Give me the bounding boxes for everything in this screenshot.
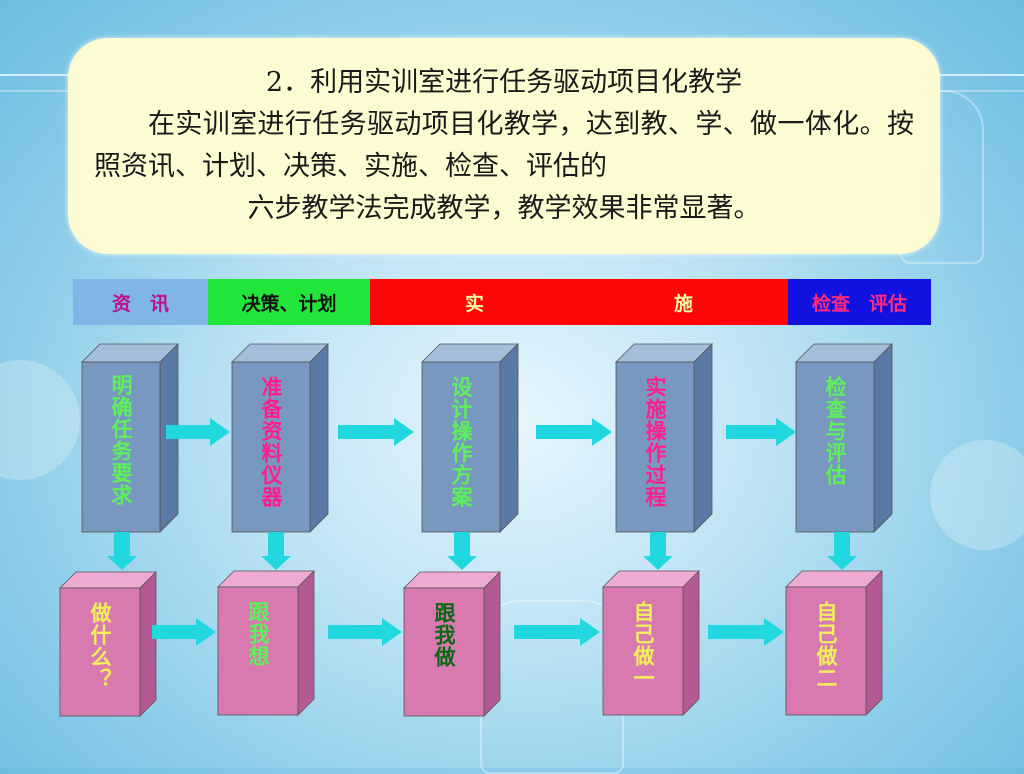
bottom-arrow-4 (708, 618, 784, 646)
down-arrow-5 (827, 532, 857, 570)
top-step-box-4-label: 实施操作过程 (643, 376, 667, 508)
top-step-box-2-front-face (231, 361, 311, 533)
top-arrow-2 (338, 418, 414, 446)
bottom-step-box-5: 自己做二 (785, 570, 883, 716)
background-bubble (930, 440, 1024, 550)
bottom-step-box-4: 自己做一 (602, 570, 700, 716)
bottom-step-box-3-label: 跟我做 (432, 602, 456, 668)
top-step-box-5-side-face (873, 343, 893, 533)
phase-evaluate: 检查 评估 (788, 279, 931, 325)
intro-text-box: 2．利用实训室进行任务驱动项目化教学 在实训室进行任务驱动项目化教学，达到教、学… (68, 38, 940, 254)
bottom-step-box-2-label: 跟我想 (246, 601, 270, 667)
bottom-step-box-1-shape (59, 571, 157, 717)
bottom-step-box-5-label: 自己做二 (814, 601, 838, 689)
top-step-box-2: 准备资料仪器 (231, 343, 329, 533)
top-step-box-4-side-face (693, 343, 713, 533)
phase-evaluate-label: 检查 评估 (811, 292, 907, 315)
bottom-step-box-5-front-face (785, 586, 867, 716)
intro-paragraph: 在实训室进行任务驱动项目化教学，达到教、学、做一体化。按照资讯、计划、决策、实施… (94, 104, 914, 230)
bottom-step-box-1: 做什么？ (59, 571, 157, 717)
top-step-box-1: 明确任务要求 (81, 343, 179, 533)
bottom-step-box-4-shape (602, 570, 700, 716)
top-arrow-3 (536, 418, 612, 446)
bottom-step-box-2-top-face (217, 570, 315, 588)
bottom-step-box-4-front-face (602, 586, 684, 716)
bottom-step-box-1-label: 做什么？ (88, 602, 112, 690)
top-step-box-5-front-face (795, 361, 875, 533)
phase-plan-label: 决策、计划 (241, 292, 337, 315)
phase-implement-label-b: 施 (673, 292, 693, 315)
top-step-box-5: 检查与评估 (795, 343, 893, 533)
down-arrow-2 (261, 532, 291, 570)
bottom-step-box-5-side-face (865, 570, 883, 716)
top-step-box-3-front-face (421, 361, 501, 533)
intro-paragraph-line2: 六步教学法完成教学，教学效果非常显著。 (247, 193, 761, 224)
bottom-step-box-3-side-face (483, 571, 501, 717)
bottom-step-box-2-front-face (217, 586, 299, 716)
bottom-step-box-2-side-face (297, 570, 315, 716)
down-arrow-3 (447, 532, 477, 570)
bottom-arrow-1 (152, 618, 216, 646)
top-step-box-2-label: 准备资料仪器 (259, 376, 283, 508)
top-step-box-1-label: 明确任务要求 (109, 374, 133, 506)
bottom-step-box-4-label: 自己做一 (631, 601, 655, 689)
top-step-box-3: 设计操作方案 (421, 343, 519, 533)
top-step-box-4: 实施操作过程 (615, 343, 713, 533)
top-step-box-5-shape (795, 343, 893, 533)
bottom-step-box-3-shape (403, 571, 501, 717)
section-title: 2．利用实训室进行任务驱动项目化教学 (265, 67, 743, 98)
top-step-box-2-shape (231, 343, 329, 533)
top-step-box-2-side-face (309, 343, 329, 533)
intro-paragraph-line1: 在实训室进行任务驱动项目化教学，达到教、学、做一体化。按照资讯、计划、决策、实施… (94, 109, 914, 182)
bottom-step-box-2-shape (217, 570, 315, 716)
phase-implement-label-a: 实 (464, 292, 484, 315)
top-step-box-3-shape (421, 343, 519, 533)
phase-plan: 决策、计划 (208, 279, 370, 325)
background-bubble (0, 360, 80, 480)
top-step-box-5-label: 检查与评估 (823, 376, 847, 486)
bottom-step-box-5-top-face (785, 570, 883, 588)
top-step-box-3-label: 设计操作方案 (449, 376, 473, 508)
top-step-box-4-front-face (615, 361, 695, 533)
bottom-step-box-1-front-face (59, 587, 141, 717)
bottom-arrow-2 (328, 618, 402, 646)
down-arrow-1 (107, 532, 137, 570)
bottom-step-box-4-side-face (682, 570, 700, 716)
phase-info-label: 资 讯 (111, 292, 169, 315)
top-arrow-4 (726, 418, 796, 446)
bottom-arrow-3 (514, 618, 600, 646)
phase-implement: 实 施 (370, 279, 788, 325)
bottom-step-box-3-front-face (403, 587, 485, 717)
bottom-step-box-5-shape (785, 570, 883, 716)
bottom-step-box-1-top-face (59, 571, 157, 589)
down-arrow-4 (643, 532, 673, 570)
top-step-box-1-front-face (81, 361, 161, 533)
top-step-box-4-shape (615, 343, 713, 533)
bottom-step-box-3: 跟我做 (403, 571, 501, 717)
bottom-step-box-2: 跟我想 (217, 570, 315, 716)
bottom-step-box-3-top-face (403, 571, 501, 589)
top-arrow-1 (166, 418, 230, 446)
top-step-box-3-side-face (499, 343, 519, 533)
bottom-step-box-4-top-face (602, 570, 700, 588)
phase-info: 资 讯 (73, 279, 208, 325)
